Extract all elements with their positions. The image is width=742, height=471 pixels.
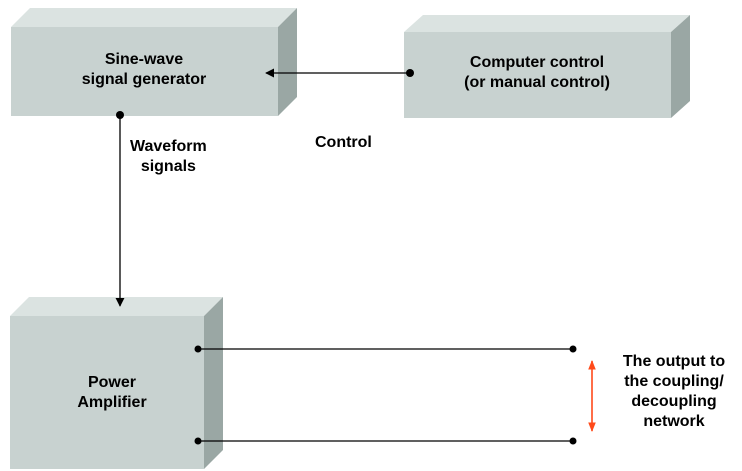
waveform-label-line1: Waveform xyxy=(130,138,207,155)
control-connector xyxy=(265,68,414,78)
power-amplifier-label-line2: Amplifier xyxy=(77,394,147,411)
sine-generator-label: Sine-wave signal generator xyxy=(82,50,206,90)
output-label-line4: network xyxy=(643,413,705,430)
computer-control-box xyxy=(404,15,690,118)
output-label: The output to the coupling/ decoupling n… xyxy=(623,352,725,432)
sine-generator-label-line2: signal generator xyxy=(81,71,207,88)
sine-generator-label-line1: Sine-wave xyxy=(104,51,184,68)
computer-control-label: Computer control (or manual control) xyxy=(464,53,610,93)
output-label-line3: decoupling xyxy=(631,393,717,410)
output-line-upper xyxy=(194,345,577,353)
waveform-connector-dot xyxy=(116,111,124,119)
output-line-lower xyxy=(194,437,577,445)
output-label-line1: The output to xyxy=(622,353,726,370)
power-amplifier-label-line1: Power xyxy=(87,374,136,391)
sine-generator-box xyxy=(11,8,297,116)
computer-control-label-line1: Computer control xyxy=(469,54,605,71)
control-connector-dot xyxy=(406,69,414,77)
output-label-line2: the coupling/ xyxy=(624,373,724,390)
waveform-label-line2: signals xyxy=(140,158,196,175)
control-label: Control xyxy=(315,134,372,151)
power-amplifier-label: Power Amplifier xyxy=(77,373,146,413)
waveform-label: Waveform signals xyxy=(130,137,207,177)
waveform-connector xyxy=(115,111,125,307)
computer-control-label-line2: (or manual control) xyxy=(464,74,610,91)
